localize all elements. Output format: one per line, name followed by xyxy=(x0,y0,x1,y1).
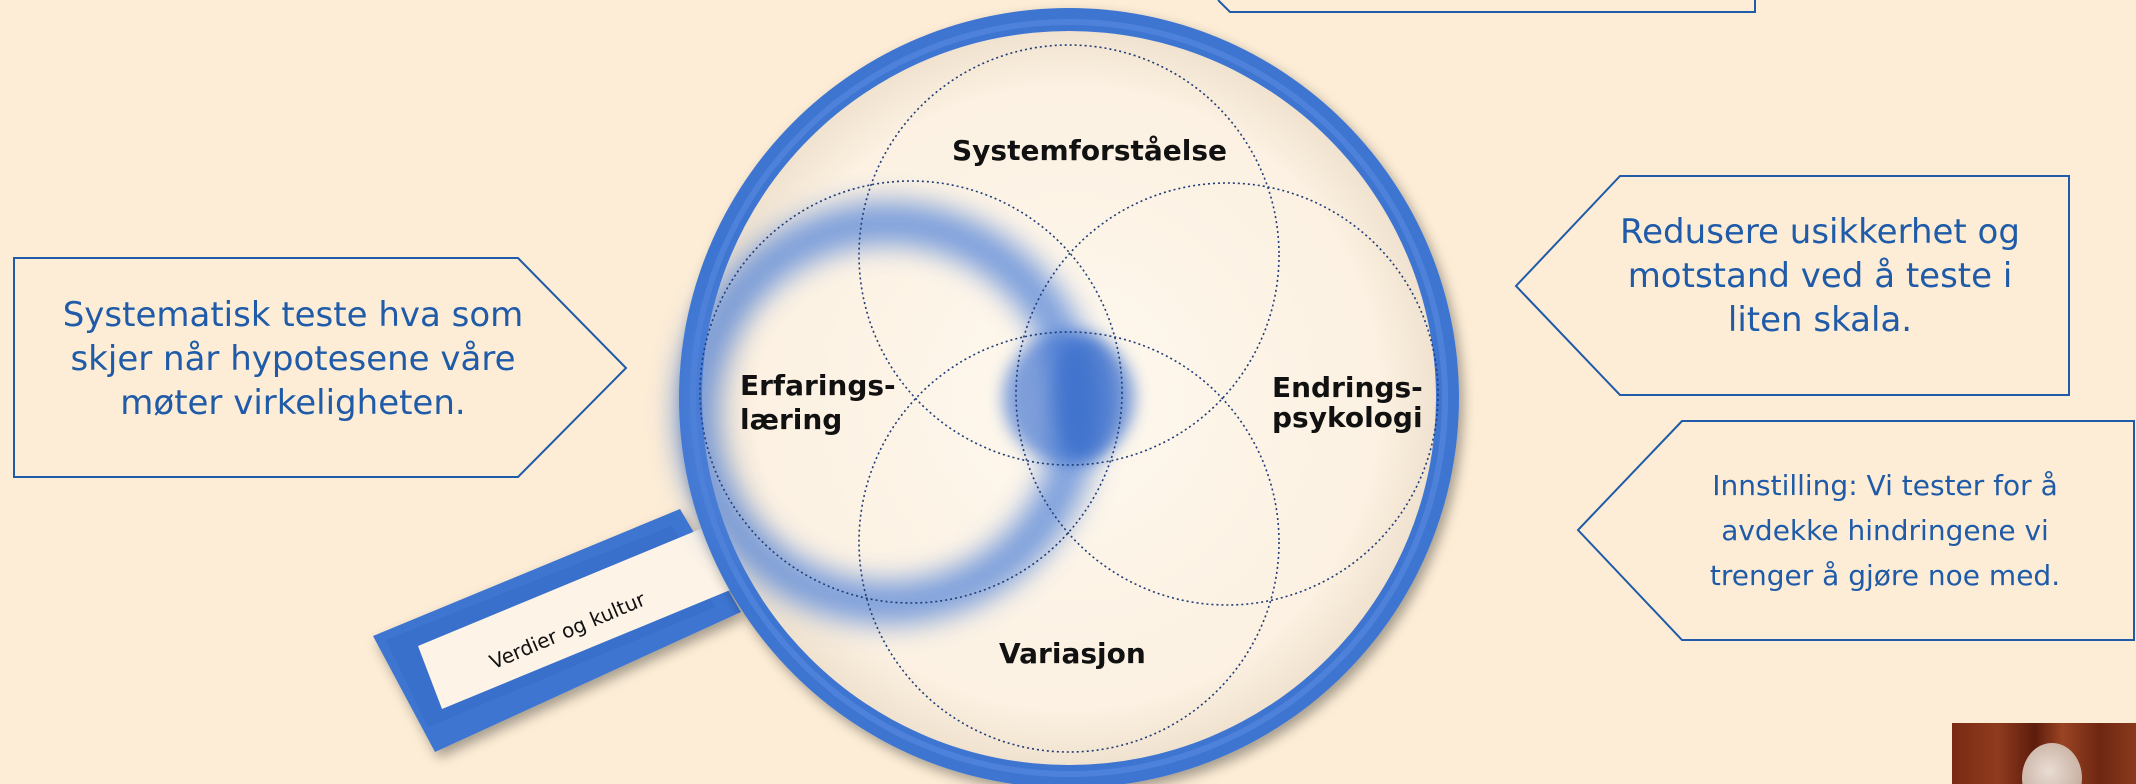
label-variasjon: Variasjon xyxy=(999,637,1146,671)
label-erfaringslaering-line2: læring xyxy=(740,403,896,437)
presenter-face xyxy=(2022,743,2082,784)
left-callout-line2: skjer når hypotesene våre xyxy=(30,337,556,381)
label-systemforstaelse: Systemforståelse xyxy=(952,134,1227,168)
left-callout-text: Systematisk teste hva som skjer når hypo… xyxy=(30,293,556,426)
label-endringspsykologi: Endrings- psykologi xyxy=(1272,371,1423,434)
label-endringspsykologi-line1: Endrings- xyxy=(1272,371,1423,405)
right-top-callout-line2: motstand ved å teste i xyxy=(1570,254,2070,298)
right-top-callout-line3: liten skala. xyxy=(1570,298,2070,342)
right-bottom-callout-line2: avdekke hindringene vi xyxy=(1665,509,2105,554)
left-callout-line1: Systematisk teste hva som xyxy=(30,293,556,337)
presenter-photo xyxy=(1952,723,2136,784)
right-top-callout-line1: Redusere usikkerhet og xyxy=(1570,210,2070,254)
left-callout-line3: møter virkeligheten. xyxy=(30,381,556,425)
label-endringspsykologi-line2: psykologi xyxy=(1272,401,1423,435)
top-callout-box xyxy=(1218,0,1755,12)
right-top-callout-text: Redusere usikkerhet og motstand ved å te… xyxy=(1570,210,2070,343)
label-erfaringslaering: Erfarings- læring xyxy=(740,369,896,436)
right-bottom-callout-line3: trenger å gjøre noe med. xyxy=(1665,554,2105,599)
right-bottom-callout-line1: Innstilling: Vi tester for å xyxy=(1665,464,2105,509)
right-bottom-callout-text: Innstilling: Vi tester for å avdekke hin… xyxy=(1665,464,2105,598)
label-erfaringslaering-line1: Erfarings- xyxy=(740,369,896,403)
